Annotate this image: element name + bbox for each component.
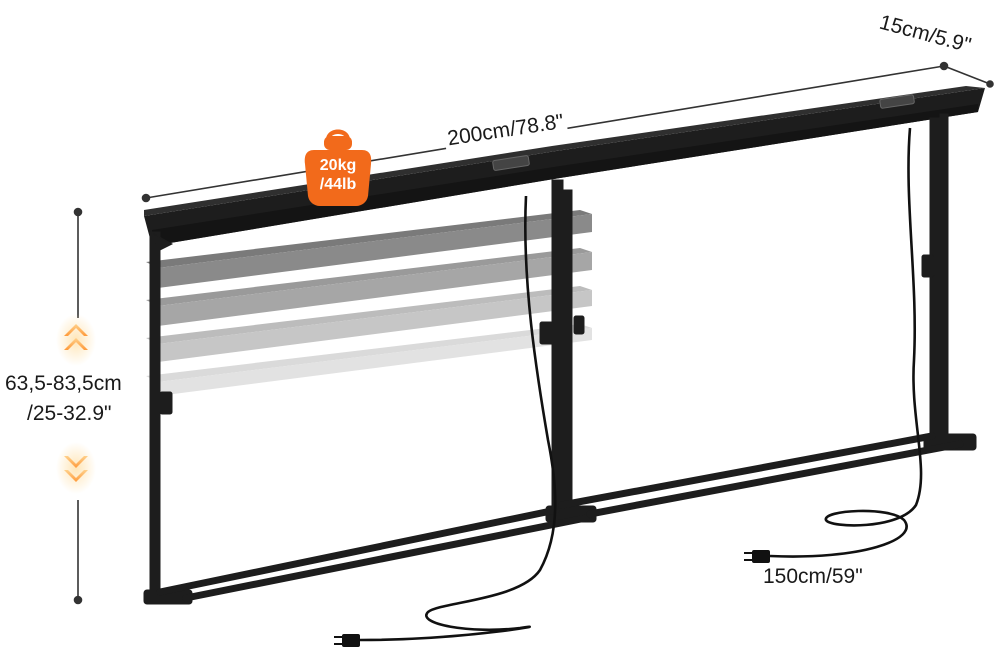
height-down-arrow-icon <box>56 442 96 494</box>
weight-lb-text: /44lb <box>319 176 357 193</box>
height-up-arrow-icon <box>56 314 96 366</box>
tabletop <box>144 86 985 246</box>
height-dimension-label-cm: 63,5-83,5cm <box>5 372 122 395</box>
height-dimension-label-in: /25-32.9" <box>27 402 112 425</box>
power-cord-right <box>769 127 923 558</box>
power-cord-left <box>359 195 557 642</box>
frame <box>143 113 977 605</box>
cord-length-label: 150cm/59" <box>760 565 866 589</box>
depth-dimension-line <box>943 65 994 88</box>
height-dimension-line <box>73 207 83 605</box>
outlet-icon <box>492 94 915 171</box>
bottom-rails <box>156 432 964 602</box>
weight-badge-icon <box>304 129 372 206</box>
weight-kg-text: 20kg <box>319 157 357 174</box>
plug-left-icon <box>334 634 360 647</box>
weight-capacity-label: 20kg /44lb <box>309 156 367 194</box>
plug-right-icon <box>744 550 770 563</box>
ghost-shelf-positions <box>146 210 592 396</box>
